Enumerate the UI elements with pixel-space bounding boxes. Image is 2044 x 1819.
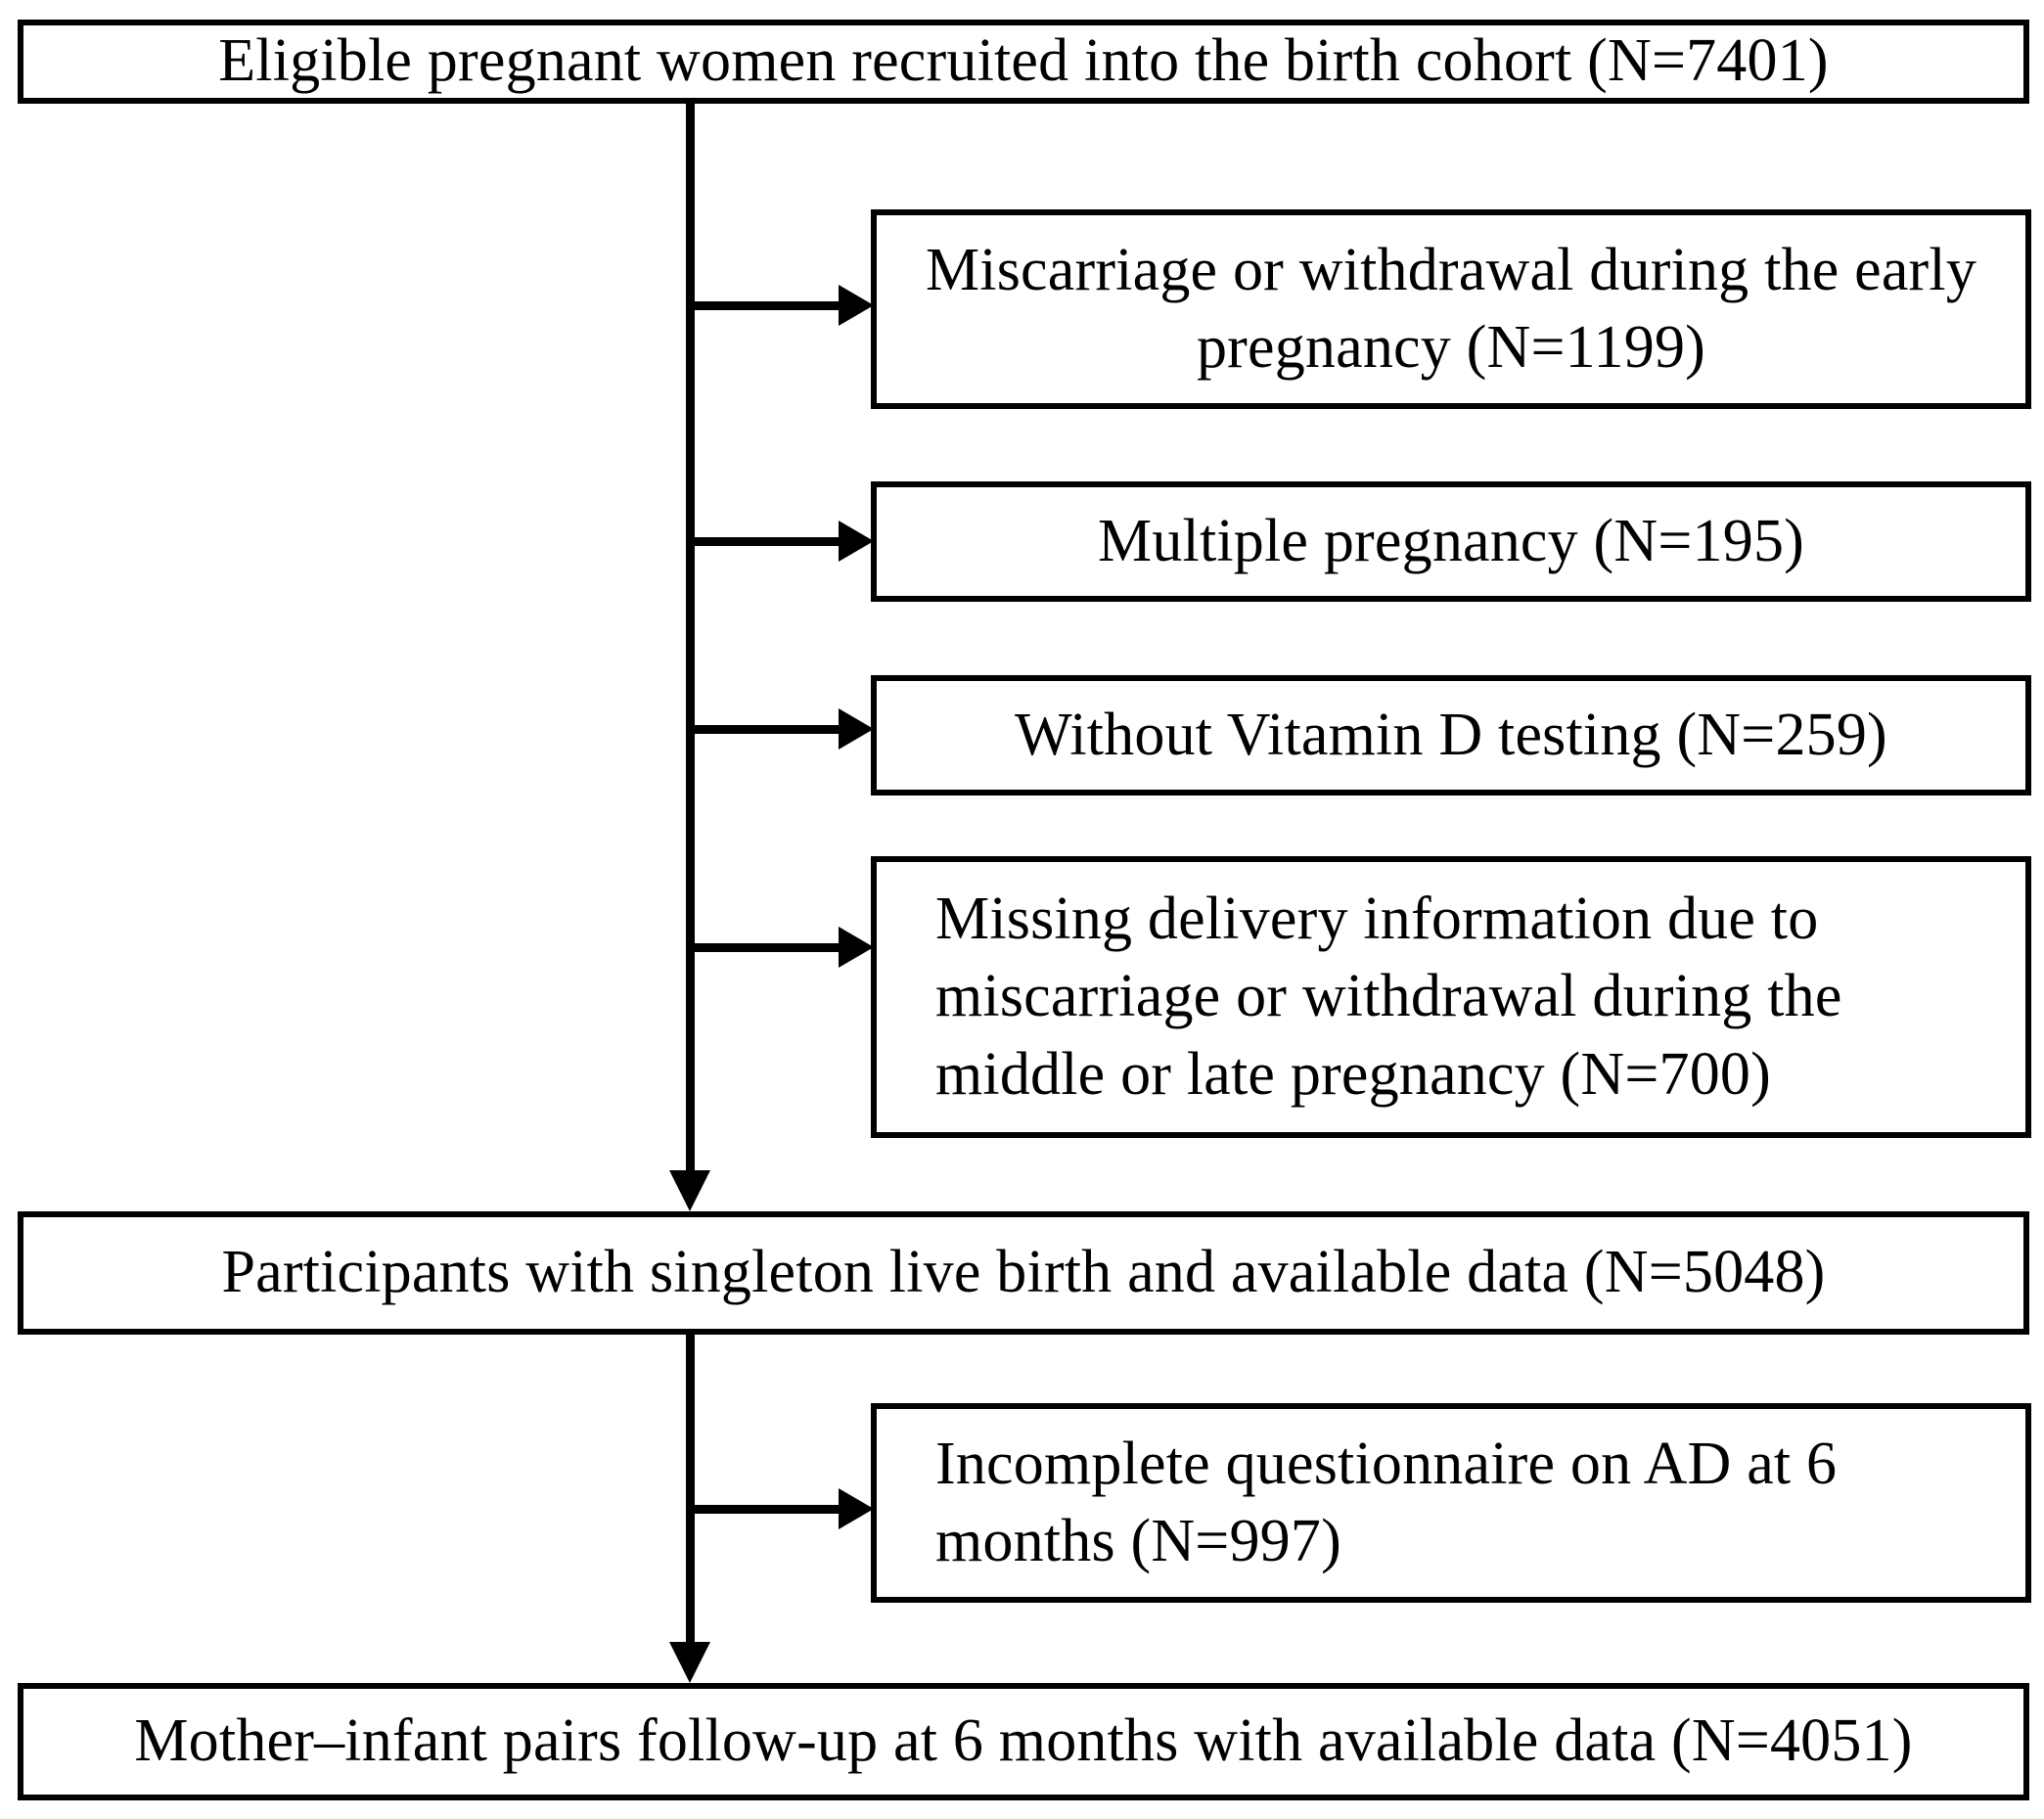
- node-followup: Mother–infant pairs follow-up at 6 month…: [18, 1683, 2029, 1800]
- node-enrolled: Eligible pregnant women recruited into t…: [18, 20, 2029, 104]
- node-exclusion-2-label: Multiple pregnancy (N=195): [1098, 507, 1804, 574]
- node-singleton: Participants with singleton live birth a…: [18, 1211, 2029, 1335]
- node-exclusion-3: Without Vitamin D testing (N=259): [871, 675, 2031, 796]
- arrowhead-down-to-singleton: [669, 1170, 710, 1211]
- node-exclusion-4-label: Missing delivery information due to misc…: [935, 885, 1842, 1108]
- node-exclusion-3-label: Without Vitamin D testing (N=259): [1015, 701, 1887, 768]
- node-exclusion-5-label: Incomplete questionnaire on AD at 6 mont…: [935, 1430, 1838, 1574]
- node-exclusion-2: Multiple pregnancy (N=195): [871, 481, 2031, 602]
- arrowhead-right-exclusion-3: [839, 708, 874, 750]
- node-exclusion-1-label: Miscarriage or withdrawal during the ear…: [925, 236, 1977, 381]
- node-exclusion-5: Incomplete questionnaire on AD at 6 mont…: [871, 1403, 2031, 1603]
- node-exclusion-1: Miscarriage or withdrawal during the ear…: [871, 209, 2031, 409]
- node-followup-label: Mother–infant pairs follow-up at 6 month…: [134, 1707, 1913, 1775]
- spine-enrolled-to-singleton: [686, 104, 695, 1172]
- arrowhead-right-exclusion-1: [839, 285, 874, 326]
- branch-line-exclusion-2: [690, 537, 846, 546]
- node-singleton-label: Participants with singleton live birth a…: [221, 1239, 1826, 1306]
- branch-line-exclusion-5: [690, 1505, 846, 1514]
- node-enrolled-label: Eligible pregnant women recruited into t…: [218, 27, 1829, 95]
- branch-line-exclusion-3: [690, 725, 846, 734]
- arrowhead-down-to-followup: [669, 1642, 710, 1683]
- branch-line-exclusion-1: [690, 301, 846, 310]
- branch-line-exclusion-4: [690, 943, 846, 952]
- arrowhead-right-exclusion-2: [839, 521, 874, 562]
- node-exclusion-4: Missing delivery information due to misc…: [871, 856, 2031, 1138]
- arrowhead-right-exclusion-5: [839, 1488, 874, 1529]
- arrowhead-right-exclusion-4: [839, 927, 874, 968]
- spine-singleton-to-followup: [686, 1335, 695, 1644]
